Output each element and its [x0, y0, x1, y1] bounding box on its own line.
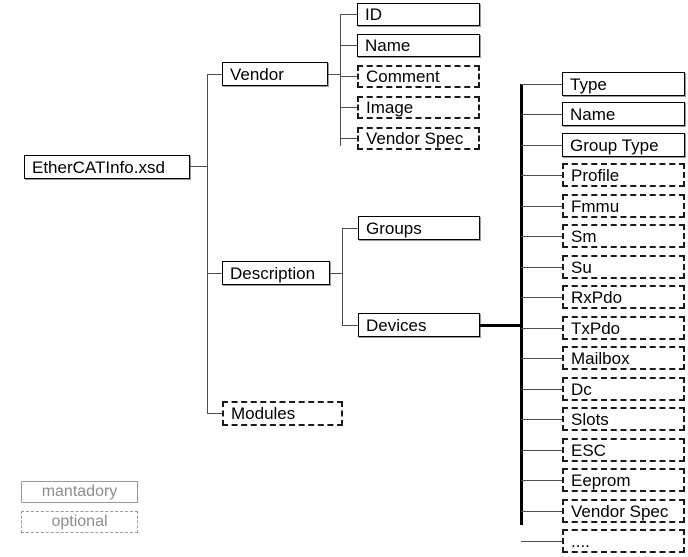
node-label: Eeprom — [571, 470, 631, 490]
node-device-vendor-spec[interactable]: Vendor Spec — [562, 499, 685, 523]
node-vendor-image[interactable]: Image — [357, 96, 480, 119]
node-label: Slots — [571, 409, 609, 429]
node-label: ESC — [571, 440, 606, 460]
connector-to-group-type — [521, 145, 563, 146]
node-device-esc[interactable]: ESC — [562, 438, 685, 462]
node-label: Description — [230, 263, 316, 283]
node-label: Sm — [571, 226, 597, 246]
connector-description-stub — [330, 273, 343, 274]
node-device-txpdo[interactable]: TxPdo — [562, 316, 685, 340]
legend-item-mandatory: mantadory — [21, 481, 138, 503]
node-label: TxPdo — [571, 318, 621, 338]
connector-to-dev-vendor-spec — [521, 511, 563, 512]
node-device-more[interactable]: .... — [562, 529, 685, 553]
node-label: RxPdo — [571, 287, 623, 307]
connector-to-devices — [342, 325, 359, 326]
legend-label: optional — [51, 513, 108, 530]
connector-vendor-trunk — [340, 14, 341, 146]
node-label: Profile — [571, 165, 620, 185]
connector-to-description — [207, 273, 223, 274]
node-vendor-name[interactable]: Name — [357, 34, 480, 57]
connector-to-more — [521, 541, 563, 542]
connector-to-profile — [521, 175, 563, 176]
node-label: Vendor Spec — [571, 501, 669, 521]
node-device-group-type[interactable]: Group Type — [562, 133, 685, 157]
node-device-eeprom[interactable]: Eeprom — [562, 468, 685, 492]
connector-level1-trunk — [207, 74, 208, 414]
node-label: Devices — [366, 315, 427, 335]
connector-description-trunk — [342, 228, 343, 326]
node-label: Image — [366, 98, 414, 117]
node-label: Vendor — [230, 64, 284, 84]
node-label: EtherCATInfo.xsd — [32, 157, 165, 177]
connector-devices-stub — [480, 324, 523, 327]
connector-to-esc — [521, 450, 563, 451]
node-label: Modules — [231, 404, 296, 423]
connector-devices-trunk — [520, 84, 523, 525]
node-label: Mailbox — [571, 348, 630, 368]
node-label: ID — [365, 5, 382, 24]
node-vendor-vendor-spec[interactable]: Vendor Spec — [357, 127, 480, 150]
node-device-type[interactable]: Type — [562, 72, 685, 96]
connector-vendor-stub — [328, 74, 341, 75]
node-device-mailbox[interactable]: Mailbox — [562, 346, 685, 370]
connector-to-modules — [207, 413, 223, 414]
node-device-fmmu[interactable]: Fmmu — [562, 194, 685, 218]
node-label: Name — [570, 104, 616, 124]
node-label: Group Type — [570, 135, 659, 155]
connector-to-comment — [340, 76, 358, 77]
connector-to-txpdo — [521, 328, 563, 329]
node-label: Fmmu — [571, 196, 620, 216]
legend-item-optional: optional — [21, 511, 138, 533]
connector-to-name — [340, 45, 358, 46]
node-label: Vendor Spec — [366, 129, 464, 148]
connector-to-sm — [521, 236, 563, 237]
node-description[interactable]: Description — [222, 261, 330, 285]
connector-root-stub — [190, 166, 208, 167]
node-vendor[interactable]: Vendor — [222, 62, 328, 86]
connector-to-mailbox — [521, 358, 563, 359]
node-vendor-id[interactable]: ID — [357, 3, 480, 26]
node-label: .... — [571, 531, 590, 551]
node-label: Dc — [571, 379, 592, 399]
connector-to-fmmu — [521, 206, 563, 207]
node-device-dc[interactable]: Dc — [562, 377, 685, 401]
connector-to-image — [340, 107, 358, 108]
node-device-profile[interactable]: Profile — [562, 163, 685, 187]
node-device-rxpdo[interactable]: RxPdo — [562, 285, 685, 309]
node-groups[interactable]: Groups — [358, 216, 480, 240]
node-label: Name — [365, 36, 411, 55]
connector-to-dev-name — [521, 114, 563, 115]
connector-to-type — [521, 84, 563, 85]
connector-to-vendor-spec — [340, 138, 358, 139]
connector-to-id — [340, 14, 358, 15]
node-device-name[interactable]: Name — [562, 102, 685, 126]
node-devices[interactable]: Devices — [358, 313, 480, 337]
node-device-slots[interactable]: Slots — [562, 407, 685, 431]
connector-to-rxpdo — [521, 297, 563, 298]
node-label: Comment — [366, 67, 440, 86]
connector-to-su — [521, 267, 563, 268]
node-device-sm[interactable]: Sm — [562, 224, 685, 248]
node-label: Groups — [366, 218, 422, 238]
connector-to-eeprom — [521, 480, 563, 481]
connector-to-groups — [342, 228, 359, 229]
node-label: Su — [571, 257, 592, 277]
legend-label: mantadory — [41, 483, 118, 500]
connector-to-vendor — [207, 74, 223, 75]
node-modules[interactable]: Modules — [222, 401, 343, 426]
node-root-ethercatinfo-xsd[interactable]: EtherCATInfo.xsd — [24, 155, 190, 179]
node-vendor-comment[interactable]: Comment — [357, 65, 480, 88]
connector-to-slots — [521, 419, 563, 420]
node-label: Type — [570, 74, 607, 94]
connector-to-dc — [521, 389, 563, 390]
node-device-su[interactable]: Su — [562, 255, 685, 279]
